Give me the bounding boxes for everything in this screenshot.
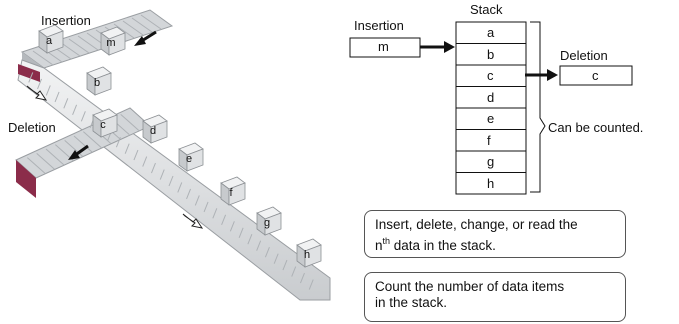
note-insert-delete-line2: nth data in the stack. [375,233,615,254]
conveyor-box: b [86,66,112,96]
stack-item-label: h [487,175,495,191]
conveyor-boxes: a m b c d e f g h [38,24,322,268]
note-count-line1: Count the number of data items [375,279,565,294]
stack-item-label: e [487,111,495,126]
conveyor-deletion-label: Deletion [8,120,56,135]
flow-arrow-lower-icon [182,213,204,229]
deletion-value-box [559,65,633,86]
conveyor-box-label: c [100,119,106,131]
note-superscript: th [382,236,391,246]
stack-item-label: a [487,25,495,40]
conveyor-box: m [100,26,126,56]
stack-item-label: d [487,89,495,105]
conveyor-box: g [256,206,282,236]
conveyor-box: c [92,108,118,138]
note-count: Count the number of data items in the st… [364,272,626,322]
insert-arrow-icon [134,30,157,46]
note-suffix: data in the stack. [390,238,496,253]
delete-arrow-icon [68,144,89,160]
note-insert-delete: Insert, delete, change, or read the nth … [364,210,626,258]
stack-title: Stack [470,2,503,17]
conveyor-box-label: f [229,187,233,199]
conveyor-box: h [296,238,322,268]
count-brace [530,21,546,193]
note-insert-delete-line1: Insert, delete, change, or read the [375,217,578,232]
stack-insertion-label: Insertion [354,18,404,33]
conveyor-box: f [220,176,246,206]
stack-item-label: g [487,154,495,169]
stack-item-label: b [487,46,495,62]
stack-deletion-label: Deletion [560,48,608,63]
conveyor-box: a [38,24,64,54]
conveyor-box-label: e [186,153,192,165]
insertion-arrow-icon [420,41,455,53]
stack-insertion-value: m [378,39,389,54]
conveyor-box-label: h [304,249,310,261]
conveyor-box: d [142,114,168,144]
flow-arrow-upper-icon [26,85,48,101]
conveyor-box-label: a [46,35,53,47]
stack-cells [455,21,527,195]
stack-cell [455,129,527,152]
main-conveyor-belt [17,59,331,301]
conveyor-box-label: g [264,217,270,229]
conveyor-box: e [178,142,204,172]
conveyor-illustration: a m b c d e f g h [15,9,331,301]
stack-diagram [349,21,633,195]
conveyor-box-label: b [94,77,100,89]
stack-cell [455,172,527,195]
note-n: n [375,238,383,253]
stack-deletion-value: c [592,68,599,83]
stack-item-label: c [487,68,494,83]
note-count-line2: in the stack. [375,295,448,310]
brace-label: Can be counted. [548,120,644,135]
conveyor-insertion-label: Insertion [41,13,91,28]
conveyor-box-label: d [150,125,156,137]
conveyor-box-label: m [106,37,115,49]
deletion-arrow-icon [525,69,558,81]
stack-item-label: f [487,132,491,148]
